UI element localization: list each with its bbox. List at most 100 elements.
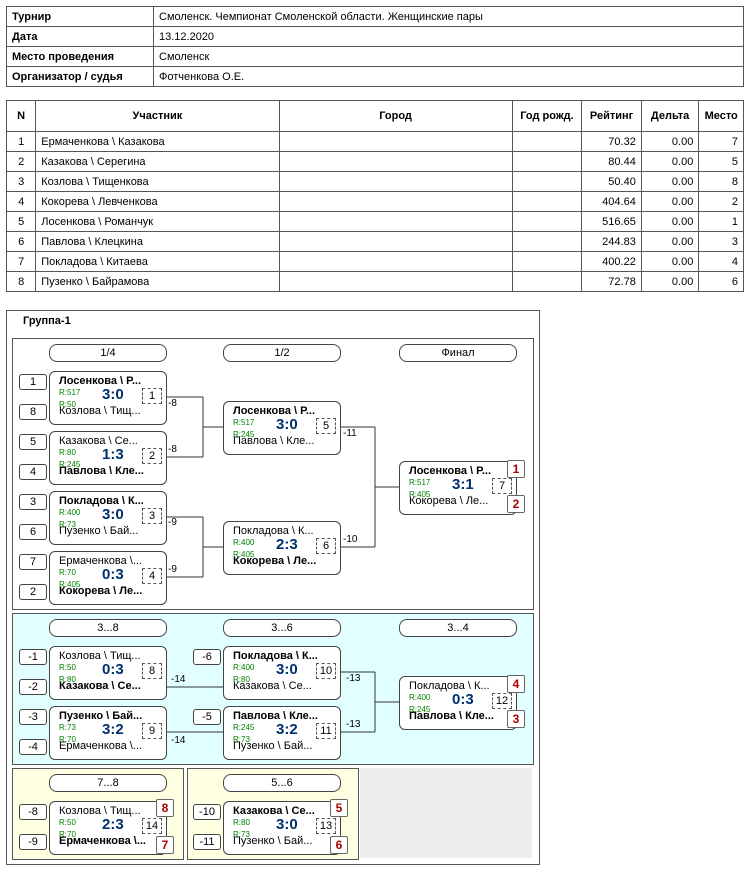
player-place: 1 (698, 211, 744, 232)
player-number: 7 (5, 251, 37, 272)
rating-1: R:517 (233, 418, 255, 427)
player-city (278, 211, 513, 232)
match-player-1: Козлова \ Тищ... (59, 805, 141, 817)
match-player-2: Кокорева \ Ле... (233, 555, 317, 567)
player-city (278, 231, 513, 252)
match-number: 8 (142, 663, 162, 679)
seed-box: 5 (19, 434, 47, 450)
match-number: 12 (492, 693, 512, 709)
match-player-2: Павлова \ Кле... (59, 465, 144, 477)
match-score: 3:2 (102, 721, 124, 738)
rating-1: R:400 (409, 693, 431, 702)
match-player-1: Лосенкова \ Р... (233, 405, 316, 417)
player-name: Покладова \ Китаева (35, 251, 280, 272)
player-delta: 0.00 (640, 191, 700, 212)
match-number: 2 (142, 448, 162, 464)
seed-box: -1 (19, 649, 47, 665)
col-header-place: Место (698, 100, 744, 132)
bracket-lines (166, 396, 399, 733)
match-score: 3:0 (102, 506, 124, 523)
col-header-delta: Дельта (640, 100, 700, 132)
empty-panel (360, 768, 532, 858)
info-value: 13.12.2020 (153, 26, 744, 47)
player-city (278, 191, 513, 212)
info-value: Смоленск. Чемпионат Смоленской области. … (153, 6, 744, 27)
place-badge: 5 (330, 799, 348, 817)
rating-2: R:50 (59, 400, 76, 409)
match-player-2: Ермаченкова \... (59, 740, 142, 752)
rating-1: R:80 (59, 448, 76, 457)
player-place: 6 (698, 271, 744, 292)
player-year (511, 171, 583, 192)
player-rating: 50.40 (581, 171, 642, 192)
player-year (511, 131, 583, 152)
round-label: 1/2 (223, 344, 341, 362)
match-score: 0:3 (452, 691, 474, 708)
rating-2: R:70 (59, 830, 76, 839)
match-score: 3:2 (276, 721, 298, 738)
rating-2: R:245 (409, 705, 431, 714)
rating-2: R:245 (59, 460, 81, 469)
round-label: 3...8 (49, 619, 167, 637)
match-score: 2:3 (102, 816, 124, 833)
match-player-2: Ермаченкова \... (59, 835, 146, 847)
player-place: 8 (698, 171, 744, 192)
seed-box: -8 (19, 804, 47, 820)
match-player-1: Казакова \ Се... (59, 435, 138, 447)
match-score: 3:0 (276, 816, 298, 833)
rating-1: R:50 (59, 818, 76, 827)
place-badge: 8 (156, 799, 174, 817)
match-player-2: Пузенко \ Бай... (233, 835, 313, 847)
player-year (511, 251, 583, 272)
rating-2: R:80 (233, 675, 250, 684)
match-number: 5 (316, 418, 336, 434)
player-name: Лосенкова \ Романчук (35, 211, 280, 232)
seed-box: -11 (193, 834, 221, 850)
match-number: 11 (316, 723, 336, 739)
match-number: 7 (492, 478, 512, 494)
round-label: 3...6 (223, 619, 341, 637)
loser-label: -9 (168, 564, 177, 575)
loser-label: -11 (343, 428, 357, 439)
player-year (511, 231, 583, 252)
match-number: 4 (142, 568, 162, 584)
round-label: 3...4 (399, 619, 517, 637)
rating-1: R:70 (59, 568, 76, 577)
player-number: 4 (5, 191, 37, 212)
rating-2: R:70 (59, 735, 76, 744)
match-player-1: Покладова \ К... (233, 650, 318, 662)
player-delta: 0.00 (640, 211, 700, 232)
player-rating: 400.22 (581, 251, 642, 272)
seed-box: -10 (193, 804, 221, 820)
group-title: Группа-1 (23, 315, 71, 327)
match-player-1: Лосенкова \ Р... (409, 465, 492, 477)
match-player-1: Покладова \ К... (409, 680, 490, 692)
col-header-rating: Рейтинг (581, 100, 642, 132)
